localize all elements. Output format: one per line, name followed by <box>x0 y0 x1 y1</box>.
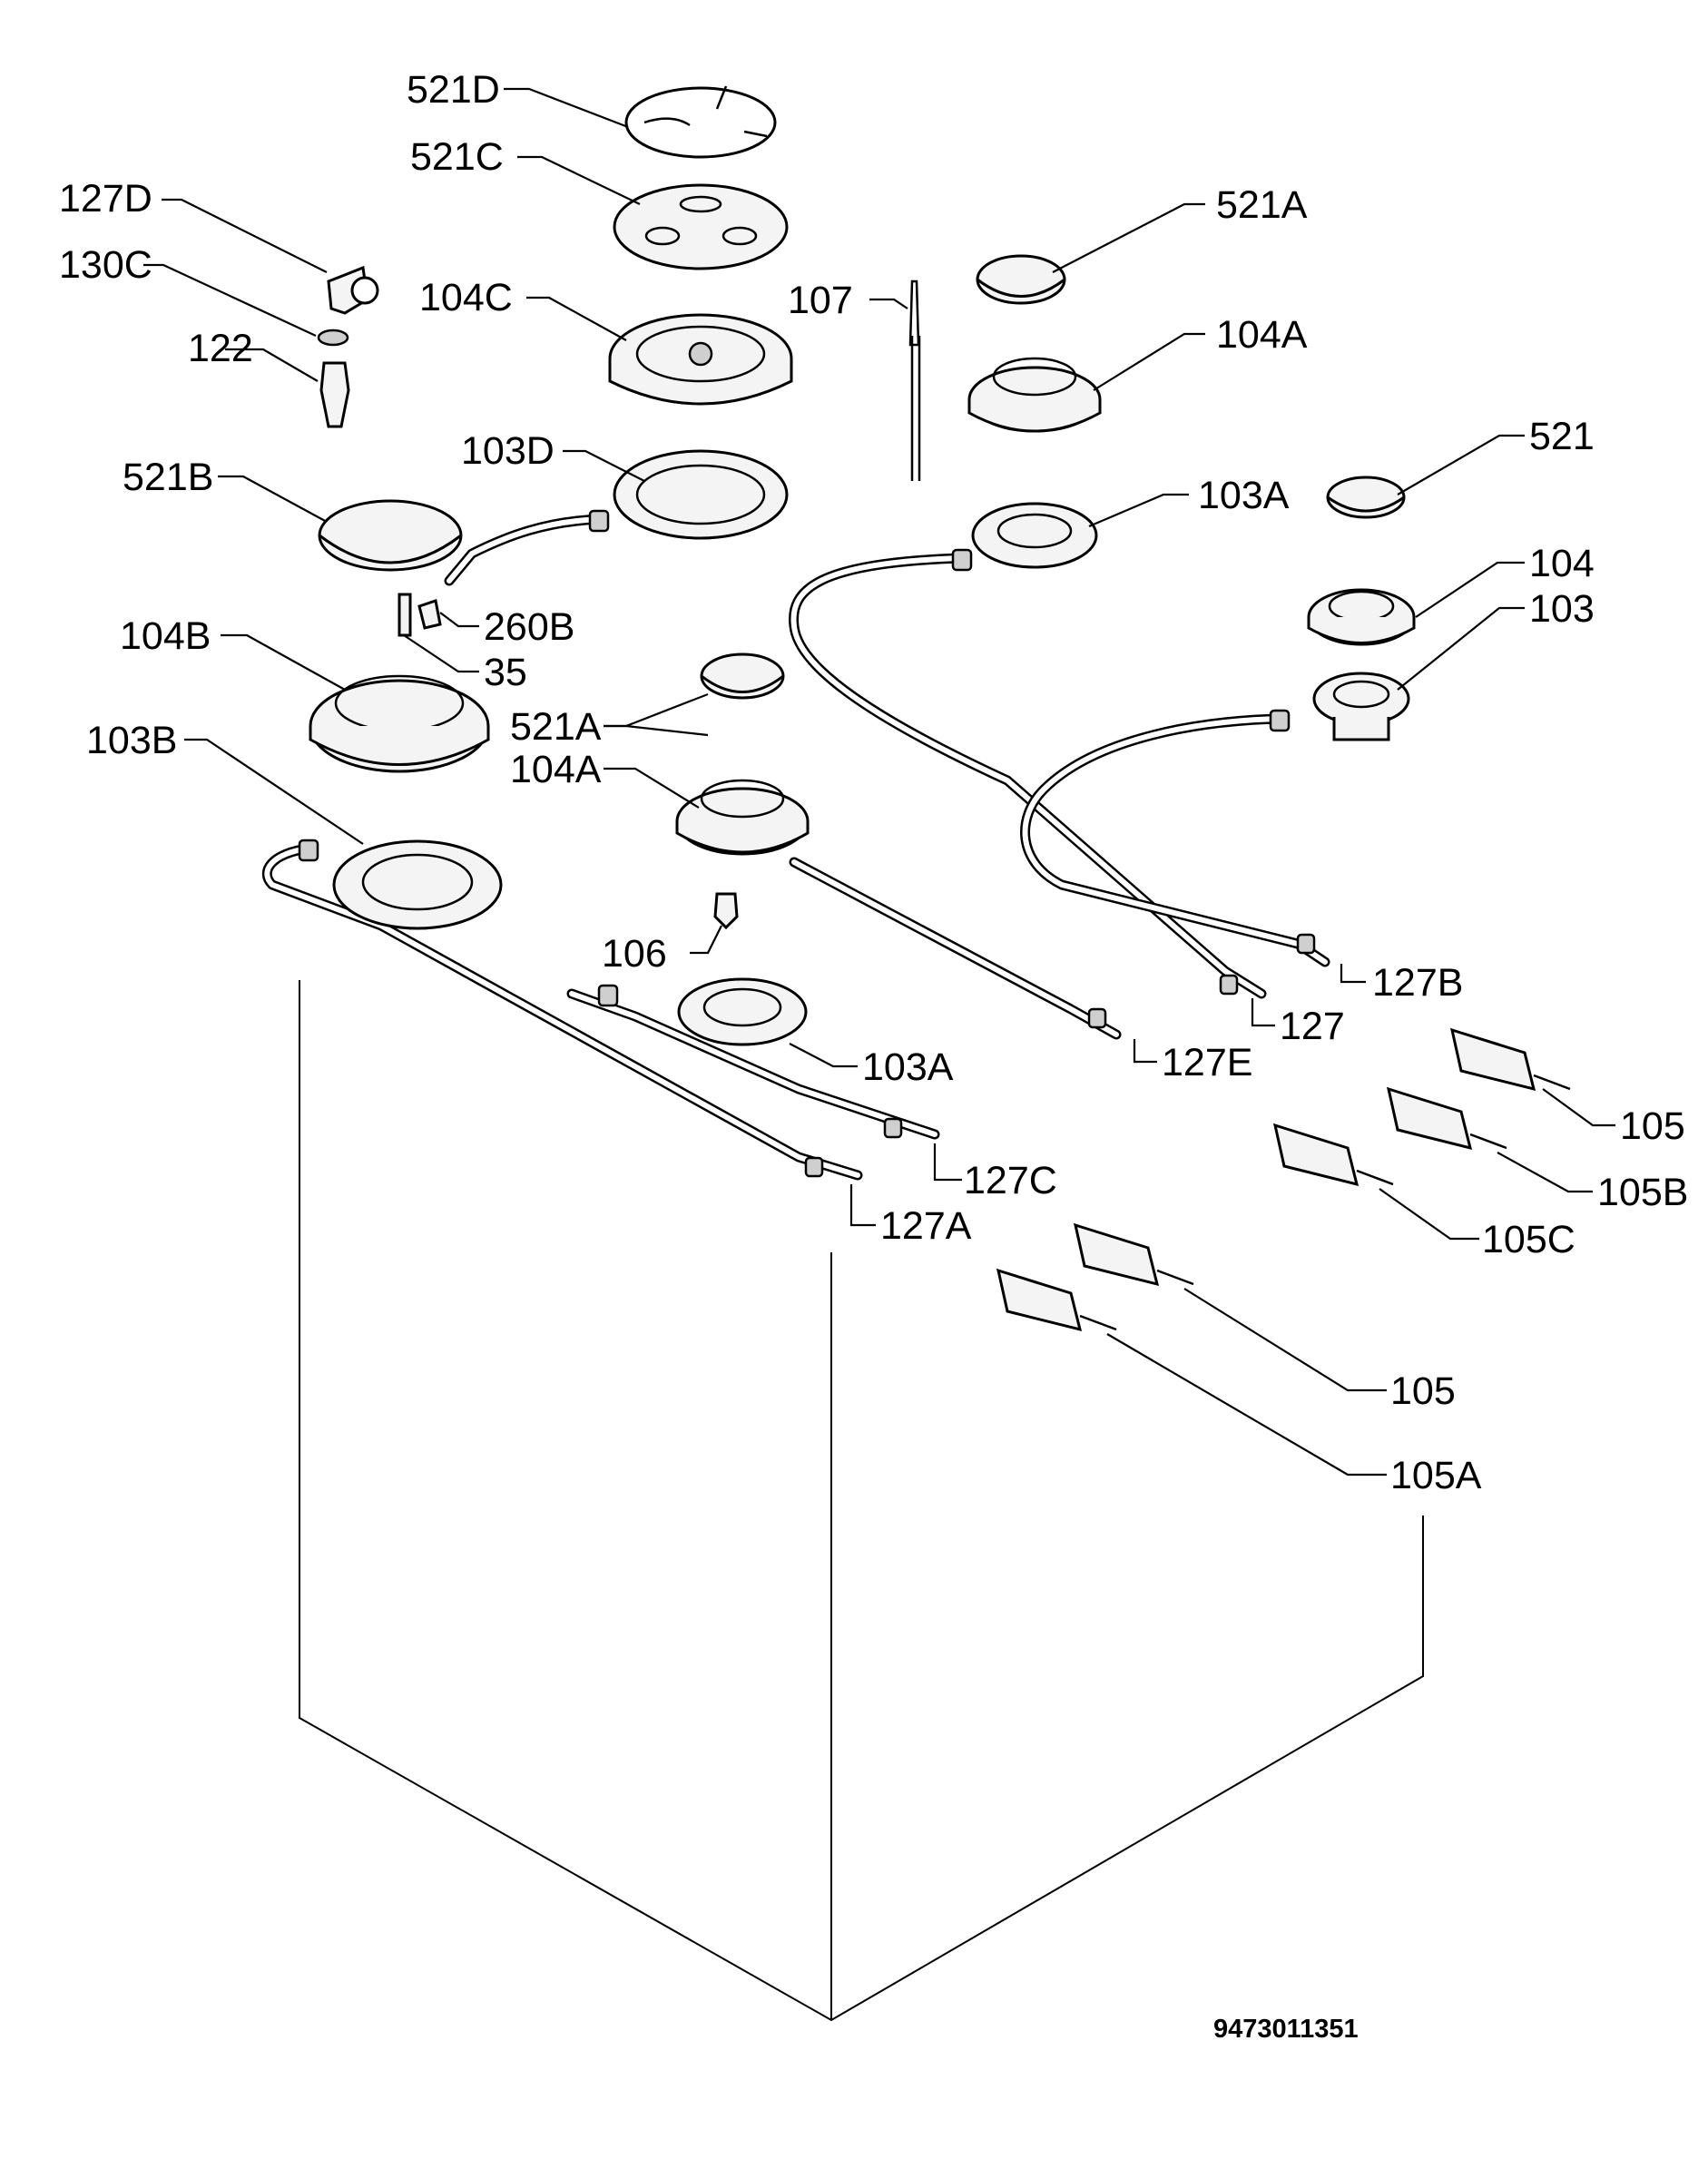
label-127e: 127E <box>1162 1041 1252 1084</box>
label-104c: 104C <box>419 276 513 319</box>
label-130c: 130C <box>59 243 152 287</box>
valve-105b <box>1386 1086 1507 1151</box>
part-521c-cap <box>613 183 789 270</box>
part-122-nozzle <box>319 361 350 428</box>
valve-105a <box>996 1268 1117 1332</box>
label-35: 35 <box>484 651 527 694</box>
label-521c: 521C <box>410 135 504 179</box>
part-521a-mid-cap <box>700 652 785 700</box>
part-107-thermocouple <box>908 280 921 481</box>
part-521-cap <box>1326 476 1406 519</box>
label-260b: 260B <box>484 605 574 649</box>
label-103b: 103B <box>86 719 177 762</box>
label-105b: 105B <box>1597 1171 1688 1214</box>
part-labels: 521D 521C 127D 130C 104C 122 107 521A 10… <box>59 68 1688 2044</box>
part-103a-bottom-burner-base <box>677 977 808 1046</box>
label-107: 107 <box>788 279 853 322</box>
part-521a-top-cap <box>976 254 1066 305</box>
label-104: 104 <box>1529 542 1595 585</box>
label-105a: 105A <box>1390 1454 1482 1497</box>
label-105-top: 105 <box>1620 1104 1685 1148</box>
label-103: 103 <box>1529 587 1595 631</box>
part-103b-burner-base <box>332 839 503 930</box>
label-521b: 521B <box>123 456 213 499</box>
cabinet-outline <box>299 980 1424 2022</box>
label-122: 122 <box>188 327 253 370</box>
valve-105c <box>1272 1123 1394 1187</box>
part-104a-top-burner <box>967 357 1102 433</box>
part-521d-cap <box>624 85 777 159</box>
part-106-nozzle <box>713 892 739 930</box>
valve-105-top <box>1449 1027 1571 1092</box>
label-103a-bottom: 103A <box>862 1045 954 1089</box>
label-127d: 127D <box>59 177 152 221</box>
part-103a-top-burner-base <box>971 502 1098 569</box>
label-127: 127 <box>1280 1005 1345 1048</box>
label-521d: 521D <box>407 68 500 112</box>
label-521a-top: 521A <box>1216 183 1308 227</box>
part-104c-burner <box>608 313 793 406</box>
label-104a-mid: 104A <box>510 748 602 791</box>
label-521a-mid: 521A <box>510 705 602 749</box>
label-103a-top: 103A <box>1198 474 1290 517</box>
label-104a-top: 104A <box>1216 313 1308 357</box>
label-105c: 105C <box>1482 1218 1575 1261</box>
label-521: 521 <box>1529 415 1595 458</box>
label-104b: 104B <box>120 614 211 658</box>
label-106: 106 <box>602 932 667 976</box>
gas-pipes <box>261 509 1330 1181</box>
part-130c-washer <box>317 329 349 347</box>
part-260b-35-igniter <box>398 593 442 637</box>
part-127d-elbow <box>327 265 379 315</box>
label-103d: 103D <box>461 429 555 473</box>
part-104b-burner <box>309 674 490 773</box>
part-104-burner <box>1307 588 1416 646</box>
part-521b-cap <box>318 499 463 572</box>
part-103-burner-base <box>1312 672 1410 741</box>
document-number: 9473011351 <box>1213 2015 1359 2044</box>
label-105-bottom: 105 <box>1390 1369 1456 1413</box>
part-104a-mid-burner <box>675 779 810 856</box>
part-103d-burner-base <box>613 449 789 540</box>
leader-lines <box>143 87 1615 1477</box>
valve-105-bottom <box>1073 1222 1194 1287</box>
label-127b: 127B <box>1372 961 1463 1005</box>
label-127c: 127C <box>964 1159 1057 1202</box>
label-127a: 127A <box>880 1204 972 1248</box>
